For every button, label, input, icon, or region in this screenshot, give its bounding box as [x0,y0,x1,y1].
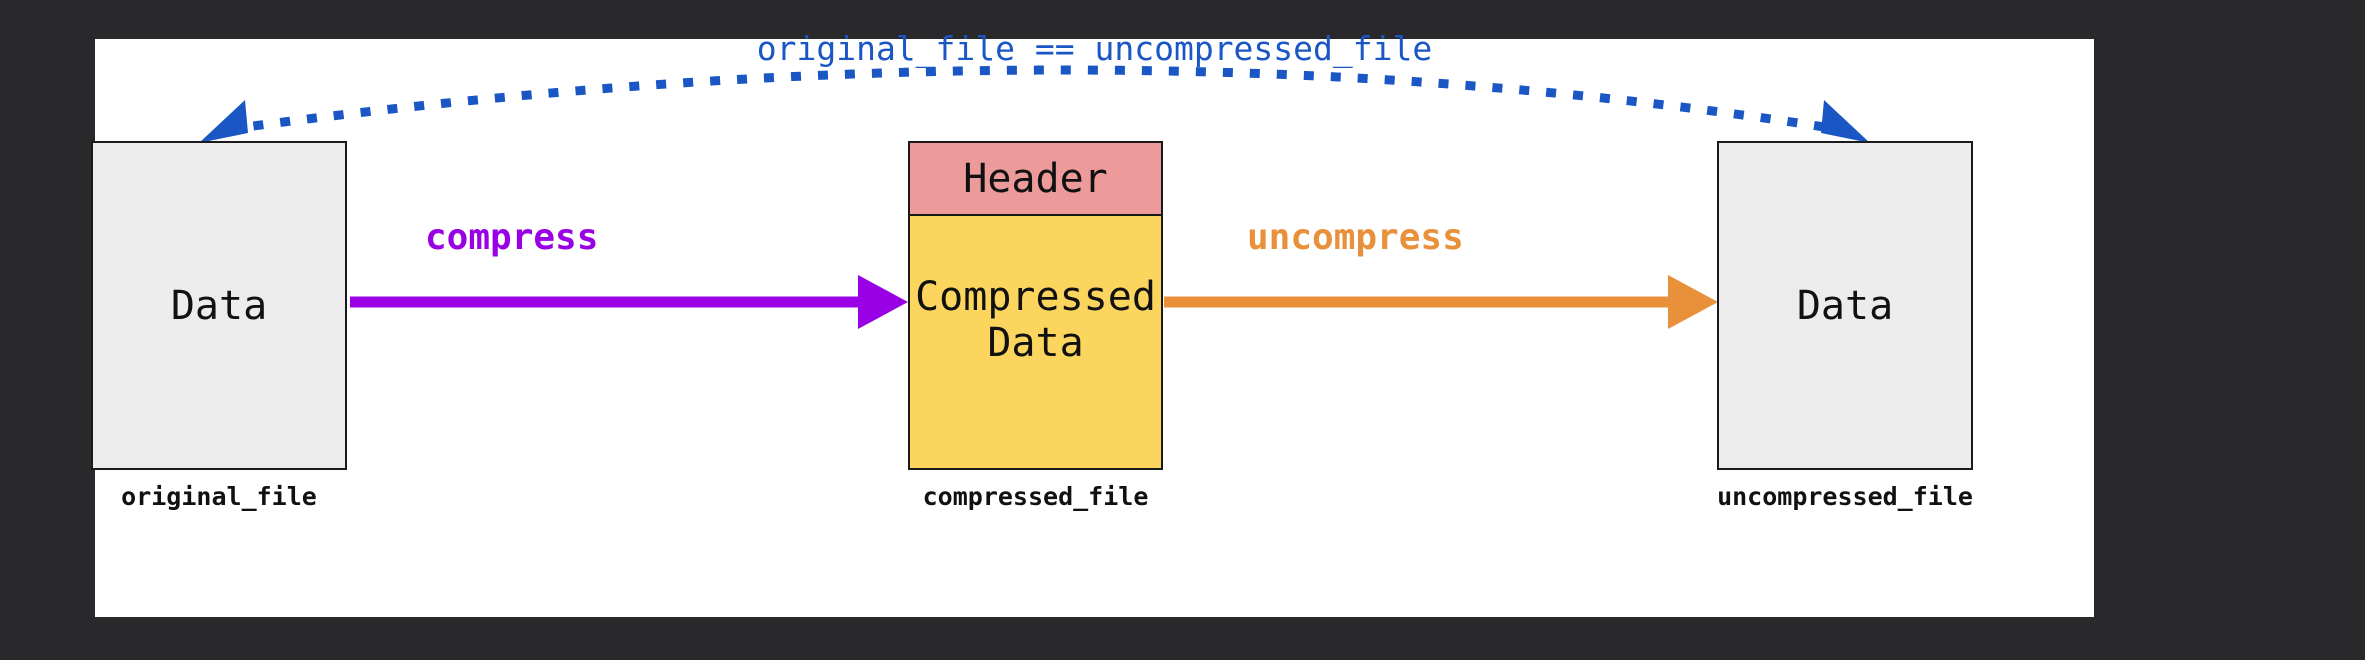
equality-note-label: original_file == uncompressed_file [756,29,1433,68]
compressed-file-body-line2: Data [987,320,1084,366]
uncompress-arrow-head [1668,275,1718,329]
compress-arrow-head [858,275,908,329]
diagram-canvas: original_file == uncompressed_file Data … [91,29,2094,617]
equality-arc-arrowhead-left [199,100,248,143]
original-file-body-label: Data [170,282,268,329]
uncompressed-file-caption: uncompressed_file [1717,482,1973,511]
compressed-file-header-label: Header [963,155,1108,202]
equality-arc-path [225,65,1843,135]
compress-arrow-label: compress [425,217,599,258]
compressed-file-header-section: Header [910,143,1161,216]
equality-arc-arrowhead-right [1821,100,1870,143]
uncompressed-file-box: Data [1717,141,1973,470]
uncompress-arrow-label: uncompress [1247,217,1464,258]
compressed-file-body-line1: Compressed [915,274,1156,320]
original-file-box: Data [91,141,347,470]
original-file-caption: original_file [121,482,317,511]
uncompressed-file-body-label: Data [1796,282,1894,329]
compressed-file-caption: compressed_file [922,482,1149,511]
